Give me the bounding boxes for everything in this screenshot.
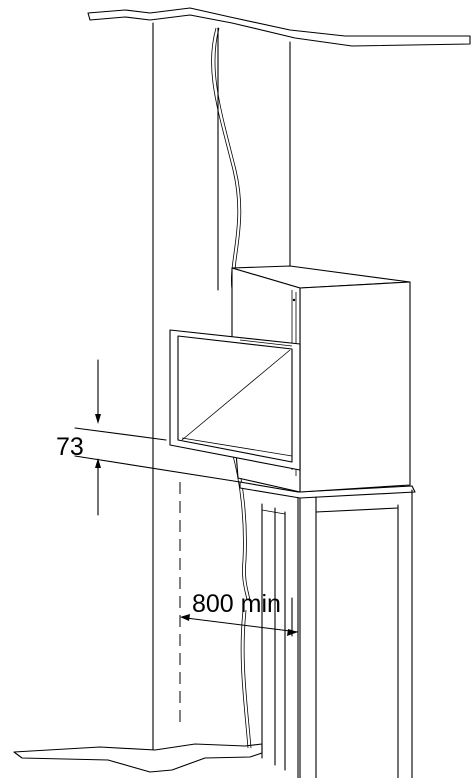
dimension-800-min: 800 min: [180, 590, 299, 637]
ceiling-plate: [87, 7, 471, 47]
dimension-73: 73: [56, 359, 241, 516]
dimension-800-min-label: 800 min: [192, 590, 281, 618]
floor-plate: [13, 743, 263, 773]
chimney-breast: [152, 22, 291, 751]
pedestal-stand: [239, 481, 416, 778]
fire-opening-frame: [169, 329, 301, 471]
dimension-73-label: 73: [56, 433, 84, 461]
